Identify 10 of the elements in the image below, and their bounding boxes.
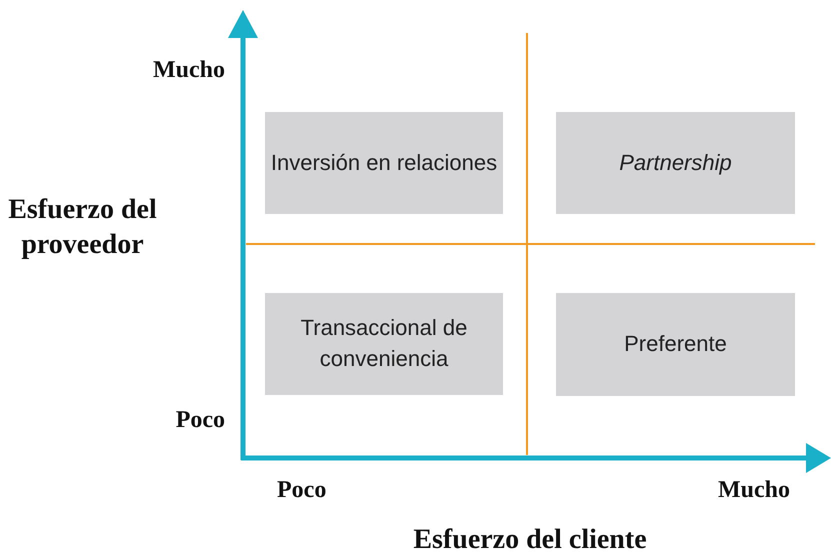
quadrant-box: Partnership [556, 112, 795, 214]
axis-tick-label: Mucho [717, 476, 790, 505]
axis-tick-label: Poco [174, 406, 225, 435]
quadrant-box: Transaccional de conveniencia [265, 293, 503, 395]
axis-title: Esfuerzo del cliente [412, 523, 648, 554]
quadrant-box: Preferente [556, 293, 795, 396]
axis-title: Esfuerzo del proveedor [7, 193, 158, 262]
quadrant-box: Inversión en relaciones [265, 112, 503, 214]
axis-tick-label: Poco [277, 476, 328, 505]
axis-tick-label: Mucho [152, 56, 225, 85]
